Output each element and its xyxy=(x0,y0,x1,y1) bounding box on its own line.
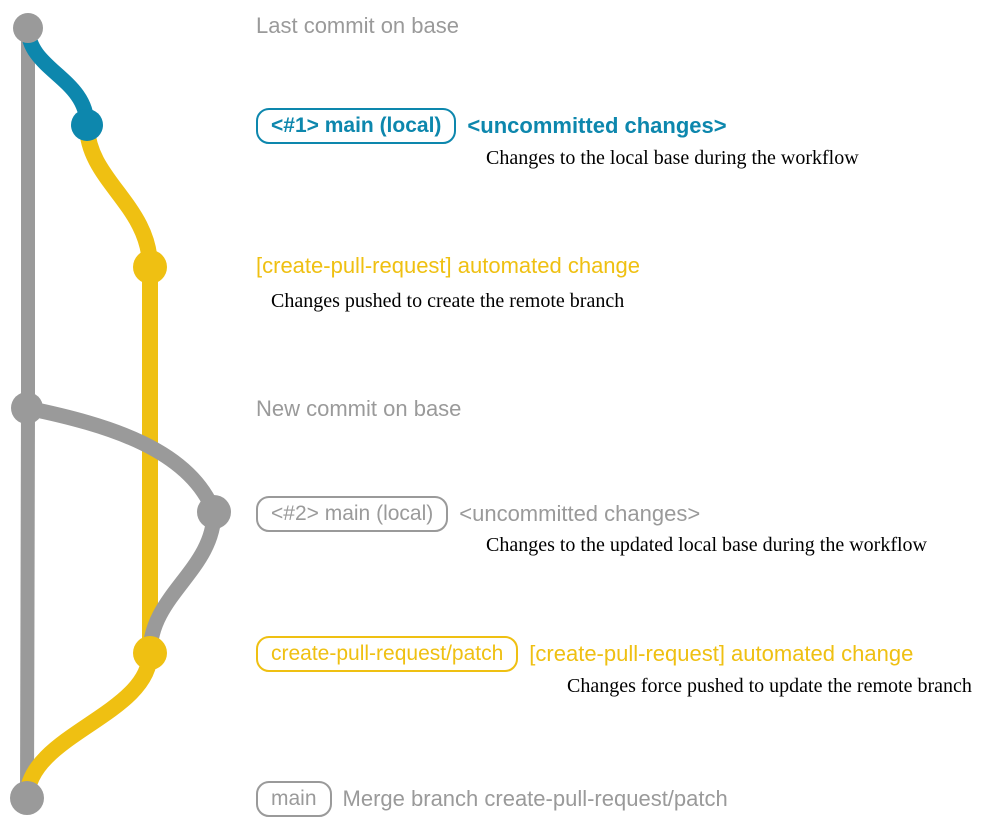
ref-tag-main[interactable]: main xyxy=(256,781,332,817)
commit-subject-local-1: <uncommitted changes> xyxy=(467,113,727,138)
label-new-commit-on-base: New commit on base xyxy=(256,396,462,421)
row-merge: main Merge branch create-pull-request/pa… xyxy=(256,781,728,817)
commit-subject-remote-update: [create-pull-request] automated change xyxy=(529,641,914,666)
row-remote-update-inner: create-pull-request/patch [create-pull-r… xyxy=(256,636,913,672)
ref-tag-local-2[interactable]: <#2> main (local) xyxy=(256,496,449,532)
edge-base-to-local1 xyxy=(20,20,95,133)
commit-note-remote-update: Changes force pushed to update the remot… xyxy=(567,675,972,697)
row-remote-create: [create-pull-request] automated change xyxy=(256,253,640,279)
node-base-top xyxy=(13,13,43,43)
commit-subject-remote-create: [create-pull-request] automated change xyxy=(256,253,641,278)
row-local-2: <#2> main (local) <uncommitted changes> xyxy=(256,496,700,532)
node-base-new xyxy=(11,392,43,424)
node-local-2 xyxy=(197,495,231,529)
commit-note-remote-create: Changes pushed to create the remote bran… xyxy=(271,290,625,312)
edge-local2-to-remote2 xyxy=(142,504,222,661)
edge-remote2-to-merge xyxy=(19,645,158,806)
node-merge xyxy=(10,781,44,815)
row-remote-update: create-pull-request/patch [create-pull-r… xyxy=(256,636,913,672)
commit-note-local-1: Changes to the local base during the wor… xyxy=(486,147,859,169)
edge-basenew-to-local2 xyxy=(19,400,222,520)
edge-local1-to-remote1 xyxy=(79,117,158,275)
row-local-2-inner: <#2> main (local) <uncommitted changes> xyxy=(256,496,700,532)
node-local-1 xyxy=(71,109,103,141)
ref-tag-local-1[interactable]: <#1> main (local) xyxy=(256,108,457,144)
row-local-1-inner: <#1> main (local) <uncommitted changes> xyxy=(256,108,727,144)
label-last-commit-on-base: Last commit on base xyxy=(256,13,459,38)
row-local-1: <#1> main (local) <uncommitted changes> xyxy=(256,108,727,144)
commit-subject-local-2: <uncommitted changes> xyxy=(459,501,701,526)
commit-note-local-2: Changes to the updated local base during… xyxy=(486,534,927,556)
node-remote-1 xyxy=(133,250,167,284)
node-remote-2 xyxy=(133,636,167,670)
row-merge-inner: main Merge branch create-pull-request/pa… xyxy=(256,781,728,817)
ref-tag-create-pull-request-patch[interactable]: create-pull-request/patch xyxy=(256,636,519,672)
commit-subject-merge: Merge branch create-pull-request/patch xyxy=(342,786,728,811)
row-remote-create-inner: [create-pull-request] automated change xyxy=(256,253,640,279)
